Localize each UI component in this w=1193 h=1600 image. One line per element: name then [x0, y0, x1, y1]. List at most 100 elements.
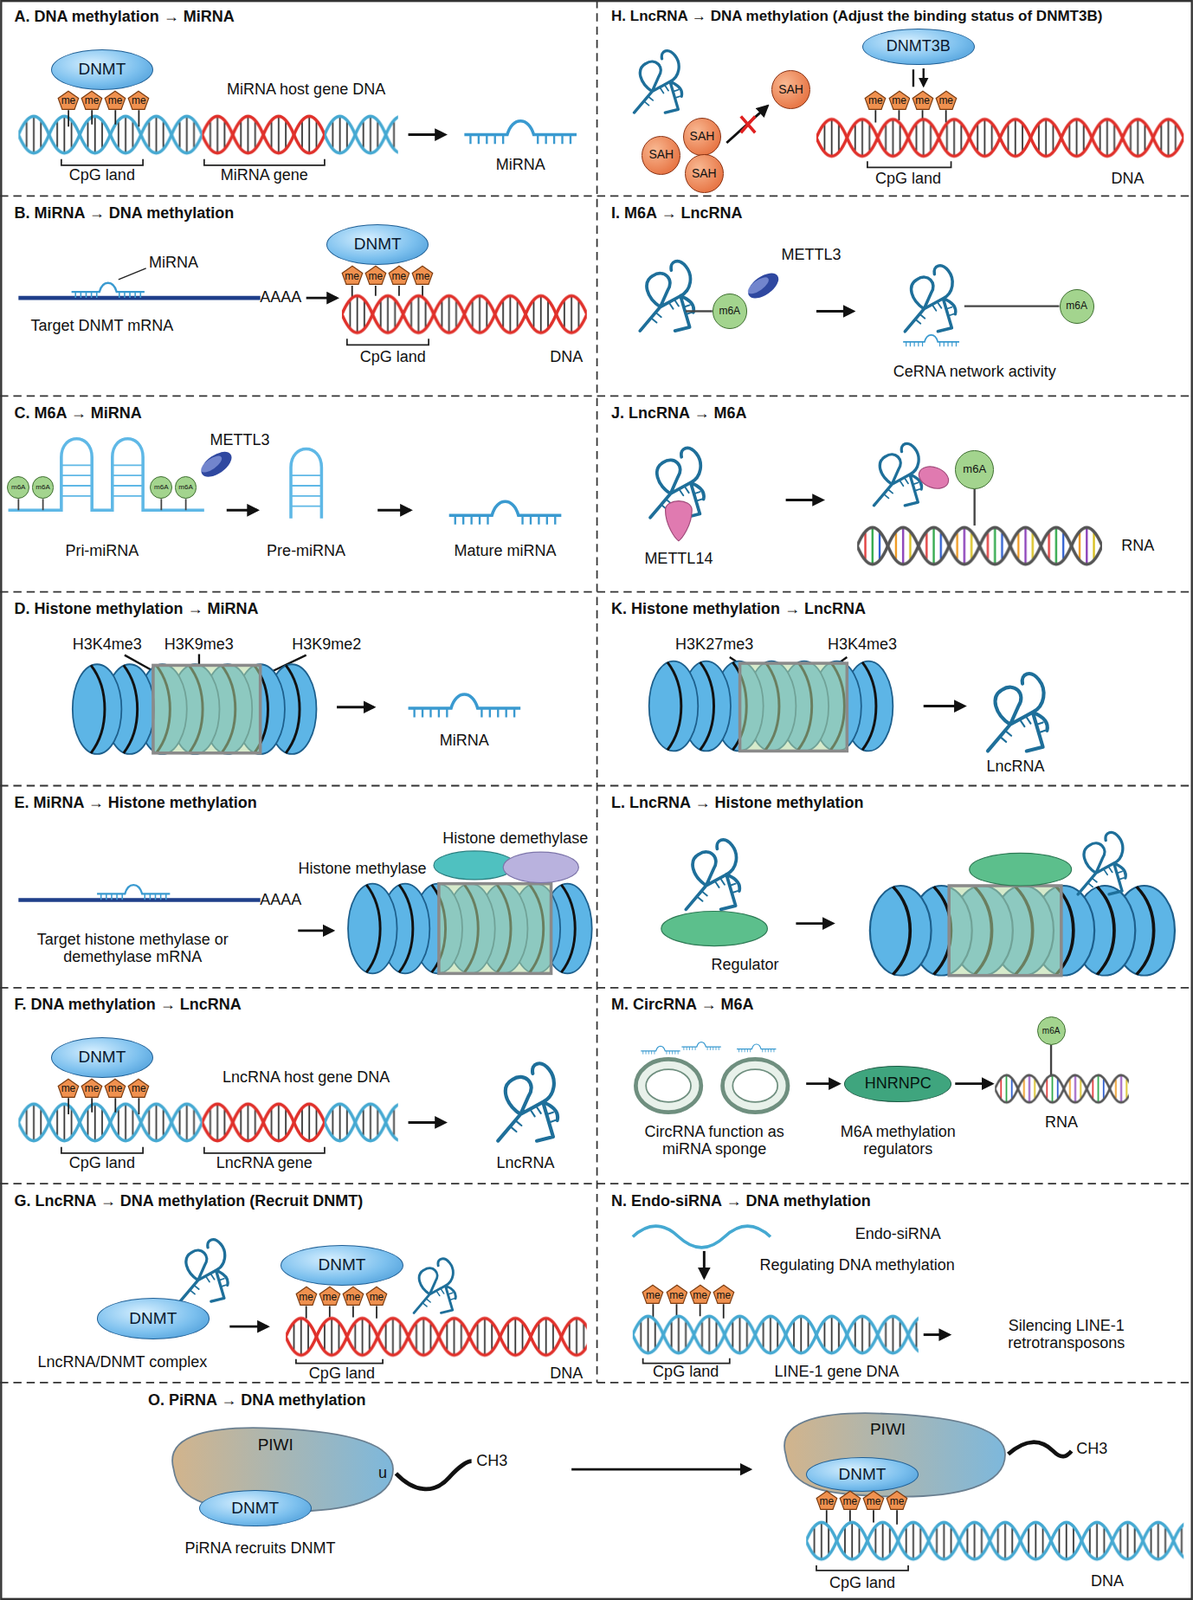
text-label: METTL3	[209, 432, 270, 450]
dnmt-ellipse: DNMT	[199, 1489, 312, 1527]
panel-title: D. Histone methylation → MiRNA	[14, 599, 259, 619]
text-label: MiRNA gene	[220, 167, 309, 185]
dna-helix	[18, 114, 398, 155]
pentagon-shape	[104, 1078, 126, 1097]
methyl-pentagon: me	[885, 1489, 909, 1511]
text-label: Regulating DNA methylation	[760, 1257, 955, 1275]
panel-title: E. MiRNA → Histone methylation	[14, 793, 258, 813]
methyl-pentagon: me	[411, 264, 434, 286]
node-text: DNMT3B	[886, 38, 951, 56]
m6a-stalk	[964, 304, 1060, 307]
node-text: me	[131, 92, 147, 107]
methyl-pentagon: me	[862, 1489, 885, 1511]
node-text: PIWI	[870, 1408, 906, 1439]
panel-title: O. PiRNA → DNA methylation	[148, 1391, 367, 1410]
pentagon-shape	[912, 90, 934, 110]
hnrnpc-ellipse: HNRNPC	[844, 1065, 952, 1103]
m6a-circle: m6A	[32, 476, 55, 499]
text-label: MiRNA	[439, 732, 490, 750]
lncrna-symbol	[180, 1239, 228, 1302]
text-label: AAAA	[259, 891, 302, 910]
text-label: RNA	[1121, 537, 1155, 555]
text-label: AAAA	[259, 289, 302, 307]
panel: D. Histone methylation → MiRNA	[0, 592, 598, 787]
text-label: Pre-miRNA	[266, 542, 346, 561]
m6a-circle: m6A	[6, 476, 30, 499]
node-text: me	[889, 1493, 905, 1508]
pentagon-shape	[81, 90, 103, 110]
text-label: CH3	[1076, 1440, 1108, 1458]
text-label: LncRNA	[986, 759, 1045, 777]
panel-l-art	[661, 831, 1175, 975]
panel-title: M. CircRNA → M6A	[611, 995, 754, 1014]
chromatin	[649, 661, 894, 752]
pentagon-shape	[935, 90, 957, 110]
dnmt-ellipse: DNMT	[96, 1297, 210, 1339]
methyl-pentagon: me	[341, 264, 364, 286]
lncrna-symbol	[633, 51, 682, 113]
bracket	[61, 1147, 325, 1154]
methyl-pentagon: me	[641, 1283, 665, 1305]
methyl-pentagon: me	[318, 1285, 342, 1307]
pentagon-shape	[296, 1286, 317, 1305]
mirna-symbol	[71, 283, 145, 298]
pirna-strand	[1008, 1442, 1072, 1457]
process-arrow	[702, 1251, 706, 1278]
mirna-symbol	[449, 501, 562, 525]
panel-i-art	[639, 261, 1059, 347]
lncrna-symbol	[904, 265, 955, 332]
node-text: me	[61, 92, 77, 107]
methyl-pentagon: me	[387, 264, 411, 286]
methyl-pentagon: me	[864, 90, 887, 111]
node-text: me	[84, 92, 100, 107]
node-text: me	[868, 92, 884, 107]
m6a-stalk	[685, 309, 713, 312]
methyl-pentagon: me	[888, 90, 911, 111]
rna-helix	[994, 1073, 1129, 1104]
panel-g-art	[180, 1239, 587, 1364]
chromatin	[348, 883, 593, 974]
process-arrow	[795, 922, 832, 925]
m6a-stalk	[973, 489, 975, 526]
bracket	[347, 338, 429, 345]
lncrna-symbol	[987, 673, 1048, 751]
text-label: Target DNMT mRNA	[31, 317, 175, 336]
text-label: LINE-1 gene DNA	[774, 1364, 900, 1382]
dna-helix	[341, 293, 587, 335]
pre-mirna-pairs	[290, 475, 322, 506]
process-arrow	[408, 1121, 445, 1124]
methyl-pentagon: me	[365, 1285, 388, 1307]
rna-helix	[857, 525, 1103, 567]
text-label: LncRNA gene	[216, 1154, 313, 1173]
node-text: HNRNPC	[864, 1075, 932, 1093]
pentagon-shape	[865, 90, 887, 110]
pentagon-shape	[388, 266, 410, 285]
pentagon-shape	[341, 266, 363, 285]
methyl-pentagon: me	[712, 1283, 736, 1305]
text-label: Pri-miRNA	[64, 542, 139, 561]
lncrna-symbol	[413, 1258, 456, 1314]
node-text: me	[669, 1287, 684, 1302]
text-label: DNA	[1111, 171, 1145, 189]
bracket	[867, 161, 952, 168]
text-label: CpG land	[829, 1575, 896, 1593]
text-label: RNA	[1044, 1114, 1078, 1132]
node-text: me	[84, 1080, 100, 1095]
text-label: Histone demethylase	[442, 830, 588, 848]
node-text: me	[645, 1287, 661, 1302]
text-label: CpG land	[69, 167, 136, 185]
dna-helix	[816, 117, 1184, 159]
node-text: SAH	[690, 129, 716, 143]
pentagon-shape	[666, 1284, 688, 1303]
dashed-separators	[0, 0, 1193, 1383]
text-label: CpG land	[875, 171, 942, 189]
node-text: m6A	[718, 305, 741, 317]
text-label: H3K9me3	[164, 636, 234, 654]
process-arrow	[226, 509, 258, 512]
pentagon-shape	[816, 1490, 838, 1509]
circrna-ring	[722, 1058, 788, 1112]
node-text: me	[392, 268, 407, 283]
panel: H. LncRNA → DNA methylation (Adjust the …	[597, 0, 1193, 196]
pentagon-shape	[128, 90, 150, 110]
text-label: MiRNA	[148, 254, 199, 272]
